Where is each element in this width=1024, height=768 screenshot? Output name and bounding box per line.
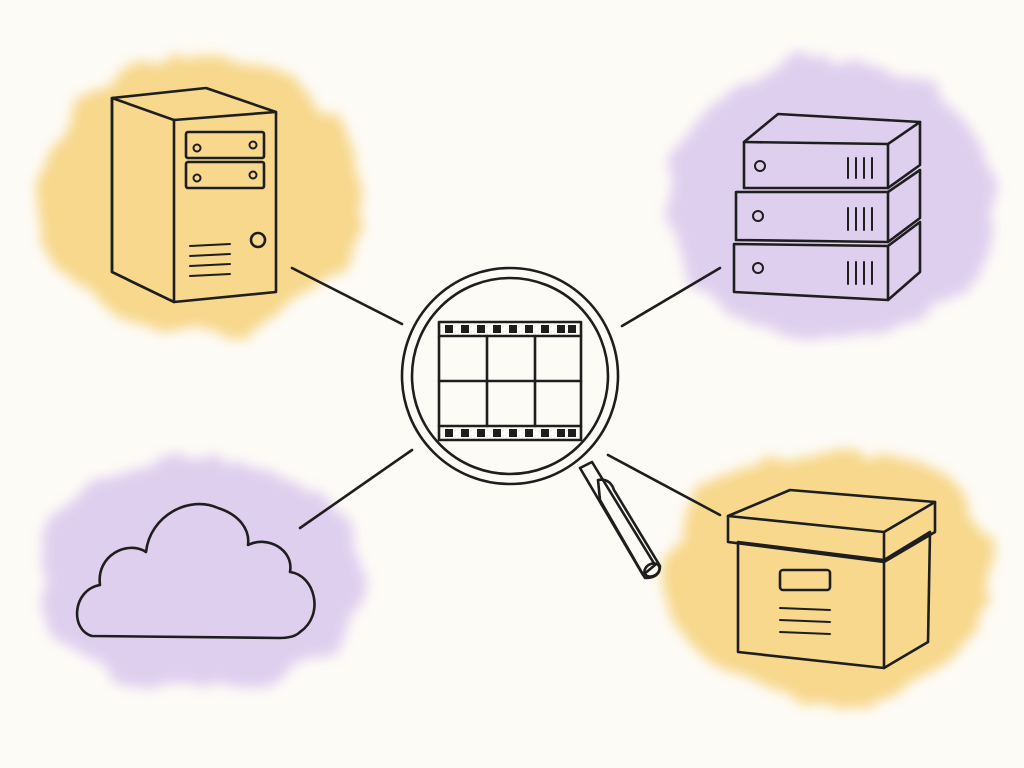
desktop-tower-icon (110, 86, 278, 304)
film-magnifier-icon (400, 266, 662, 580)
edge-hub-cloud (298, 448, 414, 530)
cloud-blob (35, 455, 365, 695)
edge-hub-server-rack (620, 266, 722, 328)
archive-box-icon (726, 488, 937, 670)
server-unit (732, 220, 922, 302)
desktop-blob (40, 55, 360, 335)
server-rack-blob (665, 60, 995, 340)
edge-hub-archive-box (606, 453, 722, 517)
edge-hub-desktop (290, 266, 404, 326)
server-unit (734, 168, 922, 244)
server-rack-icon (732, 112, 922, 302)
server-unit (742, 112, 922, 190)
cloud-icon (75, 502, 316, 640)
film-strip-icon (437, 320, 583, 442)
